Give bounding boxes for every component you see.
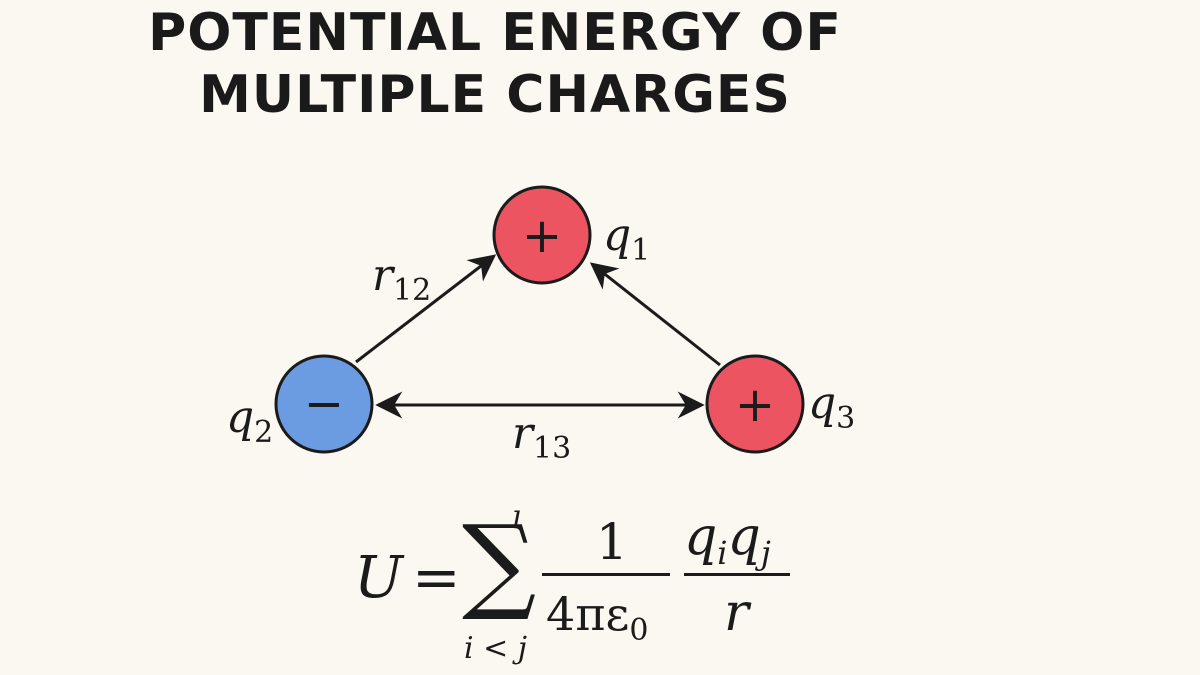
potential-energy-formula: U = ∑ ı i < j 1 4πε0 qiqj r [350, 499, 830, 675]
charge-q2-circle [274, 354, 374, 454]
r12-arrow [355, 254, 497, 364]
label-q2: q2 [226, 392, 273, 450]
fraction2-denominator: r [724, 583, 749, 643]
fraction1-numerator: 1 [596, 513, 628, 571]
formula-equals: = [412, 543, 461, 611]
charge-q2: − [274, 354, 374, 454]
label-q3: q3 [808, 378, 855, 436]
fraction2-bar [684, 573, 790, 576]
formula-sum-top: ı [512, 499, 522, 534]
formula-lhs: U [354, 543, 403, 611]
fraction1-denominator: 4πε0 [546, 587, 648, 648]
charge-q1-sign: + [522, 208, 562, 264]
title-line-1: POTENTIAL ENERGY OF [148, 3, 842, 63]
r13-diagonal-arrow [589, 262, 721, 367]
formula-sum-symbol: ∑ [462, 502, 537, 624]
charge-q2-sign: − [304, 376, 344, 432]
fraction1-denominator-main: 4πε [546, 587, 630, 641]
formula-sum-bottom: i < j [464, 631, 528, 666]
diagram-title: POTENTIAL ENERGY OF MULTIPLE CHARGES [0, 2, 990, 126]
charge-q3-circle [705, 354, 805, 454]
label-r12: r12 [372, 250, 431, 308]
fraction1-denominator-sub: 0 [629, 613, 649, 648]
fraction1-bar [542, 573, 670, 576]
fraction2-numerator-qj: q [727, 507, 761, 567]
charge-q3: + [705, 354, 805, 454]
label-r13: r13 [512, 408, 571, 466]
charge-q1: + [492, 185, 592, 285]
fraction2-numerator-qi-sub: i [717, 534, 728, 572]
fraction2-numerator: qiqj [684, 507, 771, 572]
fraction2-numerator-qj-sub: j [760, 534, 771, 572]
fraction2-numerator-qi: q [684, 507, 718, 567]
title-line-2: MULTIPLE CHARGES [199, 65, 791, 125]
label-q1: q1 [603, 210, 650, 268]
charge-q1-circle [492, 185, 592, 285]
charge-q3-sign: + [735, 377, 775, 433]
